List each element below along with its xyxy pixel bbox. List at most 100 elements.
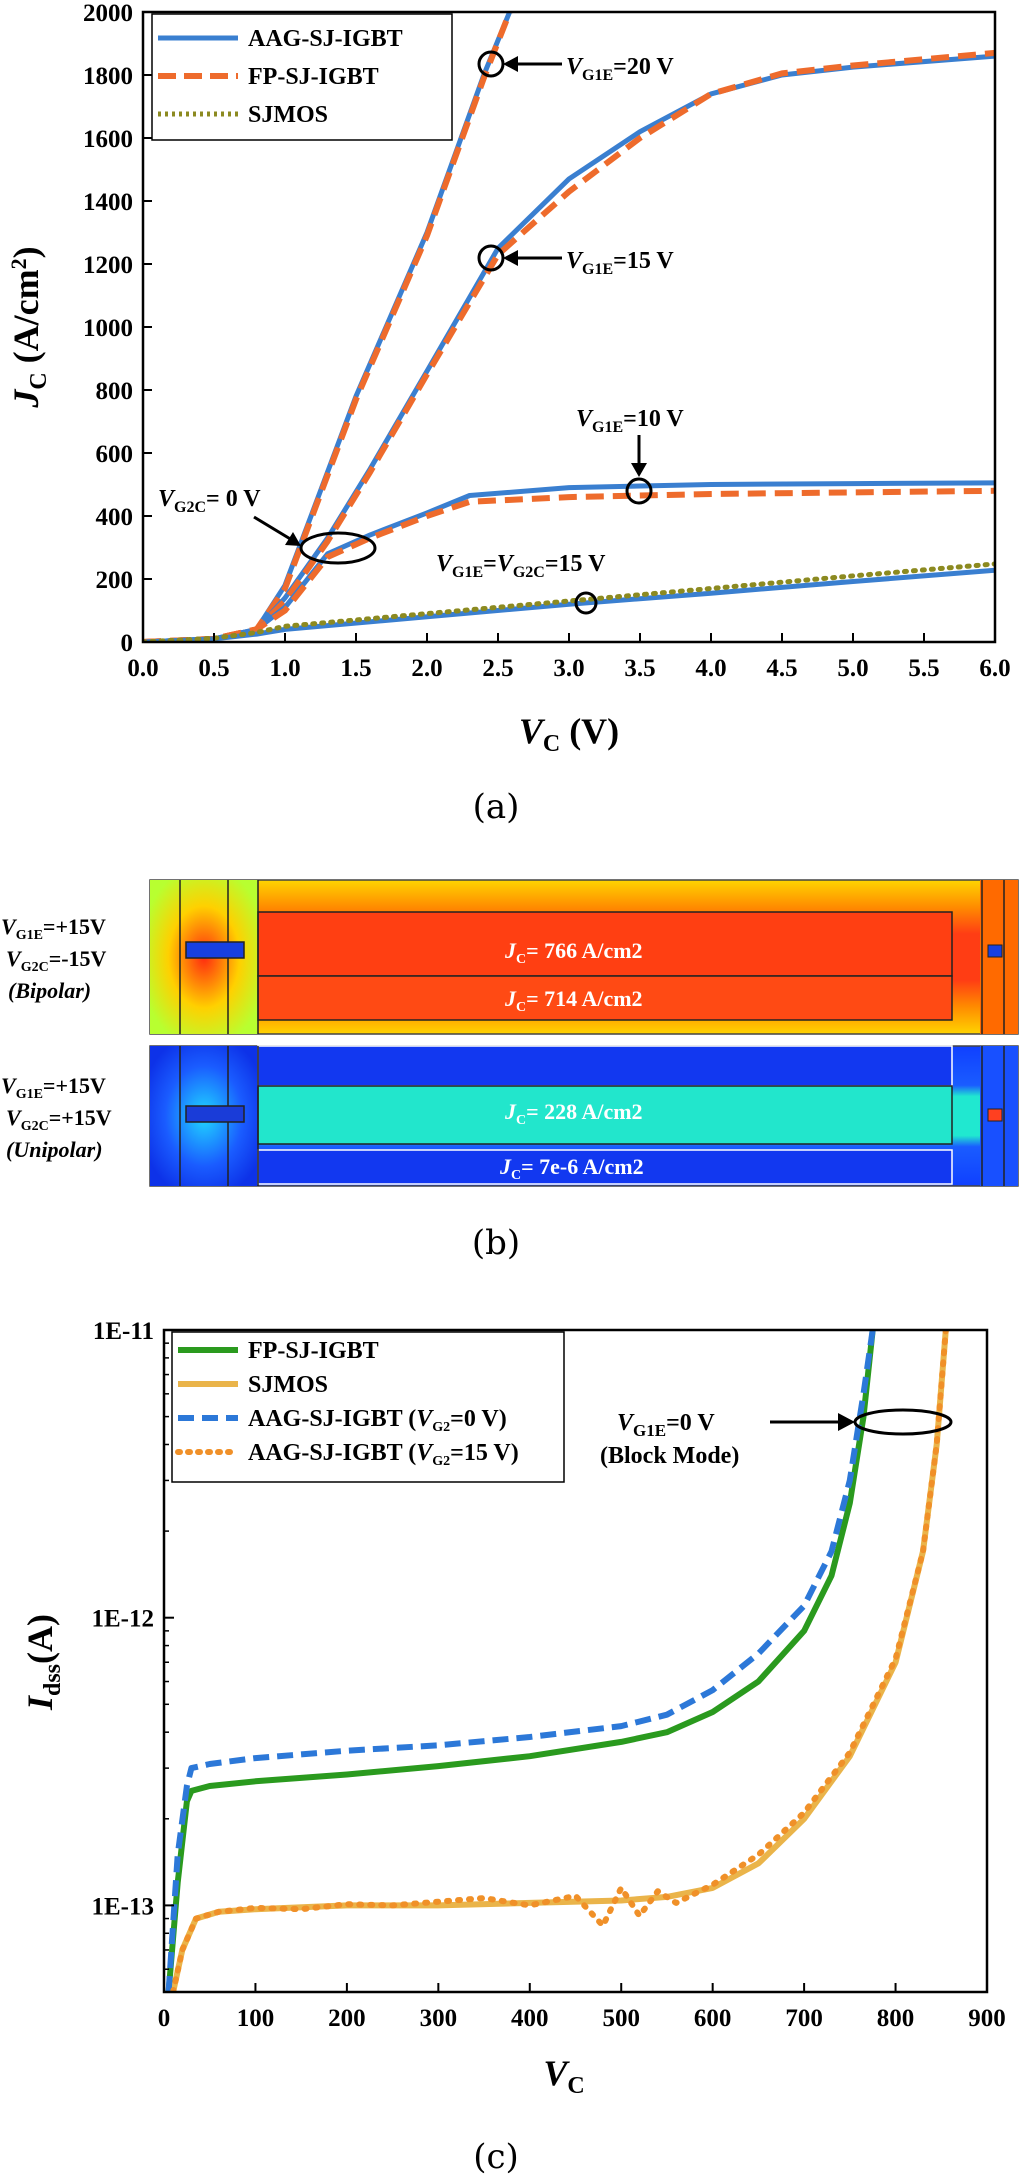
- annotation-label-vg2c-0v: VG2C= 0 V: [158, 486, 261, 516]
- y-tick-label: 1E-11: [93, 1318, 154, 1345]
- bipolar-j-upper: JC= 766 A/cm2: [504, 938, 643, 967]
- annotation-label-15v: VG1E=15 V: [566, 248, 674, 278]
- x-tick-label: 1.5: [340, 655, 371, 682]
- x-tick-label: 4.0: [695, 655, 726, 682]
- y-tick-label: 0: [121, 630, 134, 657]
- x-tick-label: 100: [237, 2005, 275, 2032]
- x-tick-label: 800: [877, 2005, 915, 2032]
- annotation-circle-10v: [625, 477, 653, 505]
- x-tick-label: 3.0: [553, 655, 584, 682]
- x-tick-label: 5.5: [908, 655, 939, 682]
- annotation-arrow-vg2c-0v: [253, 515, 293, 542]
- annotation-label-block-mode: (Block Mode): [600, 1443, 739, 1469]
- y-tick-label: 1400: [83, 189, 133, 216]
- series-line-aag0_c: [165, 1330, 876, 1992]
- panel-c-ticks: 0 100 200 300 400 500 600 700 800 900 1E-13 1E-12 1E…: [92, 1318, 1006, 2032]
- unipolar-label-line1: VG1E=+15V: [1, 1073, 106, 1102]
- legend-c-aag0-label: AAG-SJ-IGBT (VG2=0 V): [248, 1406, 507, 1435]
- annotation-label-unipolar: VG1E=VG2C=15 V: [436, 551, 606, 581]
- unipolar-map-top-band: [257, 1045, 953, 1087]
- x-tick-label: 700: [785, 2005, 823, 2032]
- x-tick-label: 0.5: [198, 655, 229, 682]
- unipolar-map-channel: [257, 1085, 953, 1145]
- bipolar-label-line2: VG2C=-15V: [6, 946, 107, 975]
- panel-a-annotations: VG1E=20 V VG1E=15 V VG1E=10 V VG2C= 0 V …: [158, 50, 684, 615]
- series-line-fp_a-5: [143, 487, 995, 642]
- panel-c-legend: FP-SJ-IGBT SJMOS AAG-SJ-IGBT (VG2=0 V) A…: [171, 1331, 565, 1483]
- panel-a-y-axis-title: JC (A/cm2): [6, 246, 52, 408]
- annotation-label-20v: VG1E=20 V: [566, 54, 674, 84]
- unipolar-map-gate-left: [185, 1105, 245, 1123]
- bipolar-j-lower: JC= 714 A/cm2: [504, 986, 643, 1015]
- unipolar-map-gate-right: [987, 1108, 1003, 1122]
- panel-c-legend-box: [171, 1331, 565, 1483]
- annotation-ellipse-vg2c-0v: [299, 531, 377, 565]
- x-tick-label: 1.0: [269, 655, 300, 682]
- annotation-arrowhead-10v: [631, 463, 647, 477]
- panel-c-series-group: [165, 1330, 949, 1992]
- x-tick-label: 300: [420, 2005, 458, 2032]
- unipolar-map-bottom-band: [257, 1149, 953, 1185]
- x-tick-label: 600: [694, 2005, 732, 2032]
- panel-b: VG1E=+15V VG2C=-15V (Bipolar) JC= 766 A/…: [1, 879, 1019, 1263]
- annotation-circle-unipolar: [574, 591, 598, 615]
- bipolar-map-gate-right: [987, 944, 1003, 958]
- legend-c-aag15-label: AAG-SJ-IGBT (VG2=15 V): [248, 1440, 519, 1469]
- y-tick-label: 1200: [83, 252, 133, 279]
- series-line-fp_c: [165, 1330, 876, 1992]
- panel-a-legend: AAG-SJ-IGBT FP-SJ-IGBT SJMOS: [151, 13, 453, 141]
- legend-aag-label: AAG-SJ-IGBT: [248, 26, 403, 52]
- unipolar-j-lower: JC= 7e-6 A/cm2: [499, 1154, 644, 1183]
- y-tick-label: 1600: [83, 126, 133, 153]
- panel-c-axis-frame: [162, 1328, 989, 1994]
- legend-fp-label: FP-SJ-IGBT: [248, 64, 379, 90]
- panel-c-caption: (c): [473, 2137, 519, 2177]
- panel-c-y-axis-title: Idss(A): [20, 1614, 66, 1711]
- annotation-label-vg1e-0v: VG1E=0 V: [617, 1410, 715, 1440]
- y-tick-label: 1E-12: [92, 1606, 155, 1633]
- panel-b-bipolar-map: VG1E=+15V VG2C=-15V (Bipolar) JC= 766 A/…: [1, 879, 1019, 1035]
- series-line-aag-4: [143, 480, 995, 642]
- x-tick-label: 6.0: [979, 655, 1010, 682]
- bipolar-label-line1: VG1E=+15V: [1, 914, 106, 943]
- x-tick-label: 0.0: [127, 655, 158, 682]
- annotation-arrowhead-vg2c-0v: [285, 532, 301, 546]
- annotation-arrowhead-block-mode: [838, 1413, 855, 1431]
- y-tick-label: 600: [96, 441, 134, 468]
- series-line-aag-6: [143, 567, 995, 642]
- y-tick-label: 1800: [83, 63, 133, 90]
- bipolar-label-line3: (Bipolar): [8, 978, 91, 1003]
- x-tick-label: 400: [511, 2005, 549, 2032]
- legend-c-fp-label: FP-SJ-IGBT: [248, 1338, 379, 1364]
- series-line-sjmos_a-7: [143, 561, 995, 642]
- legend-sjmos-label: SJMOS: [248, 102, 328, 128]
- annotation-label-10v: VG1E=10 V: [576, 406, 684, 436]
- unipolar-j-upper: JC= 228 A/cm2: [504, 1099, 643, 1128]
- y-tick-label: 1E-13: [92, 1893, 155, 1920]
- y-tick-label: 400: [96, 504, 134, 531]
- x-tick-label: 200: [328, 2005, 366, 2032]
- x-tick-label: 0: [158, 2005, 171, 2032]
- panel-a-x-axis-title: VC (V): [519, 711, 619, 757]
- panel-b-caption: (b): [472, 1223, 520, 1263]
- y-tick-label: 1000: [83, 315, 133, 342]
- x-tick-label: 2.5: [482, 655, 513, 682]
- panel-a-caption: (a): [473, 787, 520, 827]
- y-tick-label: 2000: [83, 0, 133, 27]
- unipolar-label-line3: (Unipolar): [6, 1137, 103, 1162]
- panel-a-series-group: [143, 12, 995, 642]
- x-tick-label: 500: [602, 2005, 640, 2032]
- x-tick-label: 5.0: [837, 655, 868, 682]
- annotation-arrowhead-20v: [503, 56, 518, 72]
- legend-c-sjmos-label: SJMOS: [248, 1372, 328, 1398]
- y-tick-label: 800: [96, 378, 134, 405]
- x-tick-label: 900: [968, 2005, 1006, 2032]
- panel-c-annotation: VG1E=0 V (Block Mode): [600, 1408, 953, 1469]
- panel-b-unipolar-map: VG1E=+15V VG2C=+15V (Unipolar) JC= 228 A…: [1, 1045, 1019, 1187]
- x-tick-label: 2.0: [411, 655, 442, 682]
- x-tick-label: 3.5: [624, 655, 655, 682]
- bipolar-map-gate-left: [185, 941, 245, 959]
